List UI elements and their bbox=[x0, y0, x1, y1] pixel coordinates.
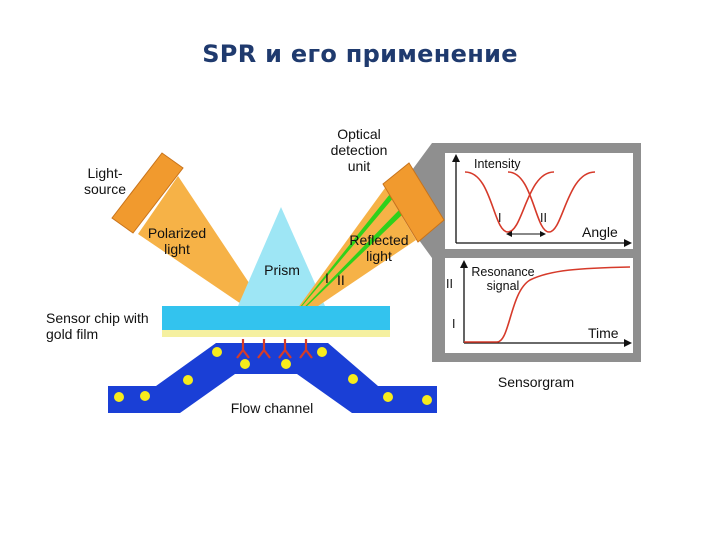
signal-plot bbox=[460, 260, 632, 347]
particle bbox=[422, 395, 432, 405]
dip-plot-y-arrow bbox=[452, 154, 460, 162]
polarized-light-label: Polarized light bbox=[147, 225, 207, 257]
dip-plot-x-arrow bbox=[624, 239, 632, 247]
beam-II-label: II bbox=[337, 272, 345, 288]
prism bbox=[238, 207, 325, 306]
antibody bbox=[257, 339, 271, 359]
reflected-light-cone bbox=[281, 188, 416, 331]
sensor-chip-label: Sensor chip with gold film bbox=[46, 310, 149, 342]
particle bbox=[383, 392, 393, 402]
antibodies bbox=[236, 339, 313, 359]
signal-plot-area bbox=[445, 258, 633, 353]
dip-plot bbox=[452, 154, 632, 247]
particle bbox=[348, 374, 358, 384]
particle bbox=[212, 347, 222, 357]
resonance-signal-curve bbox=[464, 266, 631, 343]
dip-curve-I bbox=[464, 171, 555, 233]
flow-channel-label: Flow channel bbox=[230, 400, 314, 416]
beam-II bbox=[281, 208, 405, 331]
sensorgram-label: Sensorgram bbox=[497, 374, 575, 390]
particle bbox=[317, 347, 327, 357]
sensor-chip bbox=[162, 306, 390, 330]
signal-level-I-label: I bbox=[452, 317, 456, 331]
antibody bbox=[299, 339, 313, 359]
angle-label: Angle bbox=[582, 224, 618, 240]
dip-II-label: II bbox=[540, 211, 547, 225]
antibody bbox=[278, 339, 292, 359]
slide-title: SPR и его применение bbox=[202, 40, 518, 68]
optical-detection-label: Optical detection unit bbox=[330, 126, 388, 174]
reflected-light-label: Reflected light bbox=[349, 232, 409, 264]
particle bbox=[240, 359, 250, 369]
dip-shift-arrowhead-right bbox=[540, 231, 546, 237]
dip-curve-II bbox=[507, 171, 596, 233]
particle bbox=[114, 392, 124, 402]
signal-plot-x-arrow bbox=[624, 339, 632, 347]
beam-I bbox=[281, 194, 394, 331]
dip-I-label: I bbox=[498, 211, 502, 225]
prism-label: Prism bbox=[264, 262, 300, 278]
signal-plot-y-arrow bbox=[460, 260, 468, 268]
particle bbox=[281, 359, 291, 369]
optical-detection-device bbox=[382, 162, 445, 243]
time-label: Time bbox=[588, 325, 619, 341]
signal-level-II-label: II bbox=[446, 277, 453, 291]
dip-plot-area bbox=[445, 153, 633, 249]
light-source-device bbox=[111, 152, 184, 234]
light-source-label: Light- source bbox=[83, 165, 127, 197]
particles bbox=[114, 347, 432, 405]
beam-I-label: I bbox=[325, 270, 329, 286]
gold-film bbox=[162, 330, 390, 337]
dip-shift-arrowhead-left bbox=[506, 231, 512, 237]
flow-channel bbox=[108, 343, 437, 413]
resonance-signal-label: Resonance signal bbox=[471, 265, 535, 293]
particle bbox=[140, 391, 150, 401]
antibody bbox=[236, 339, 250, 359]
intensity-label: Intensity bbox=[474, 157, 521, 171]
particle bbox=[183, 375, 193, 385]
